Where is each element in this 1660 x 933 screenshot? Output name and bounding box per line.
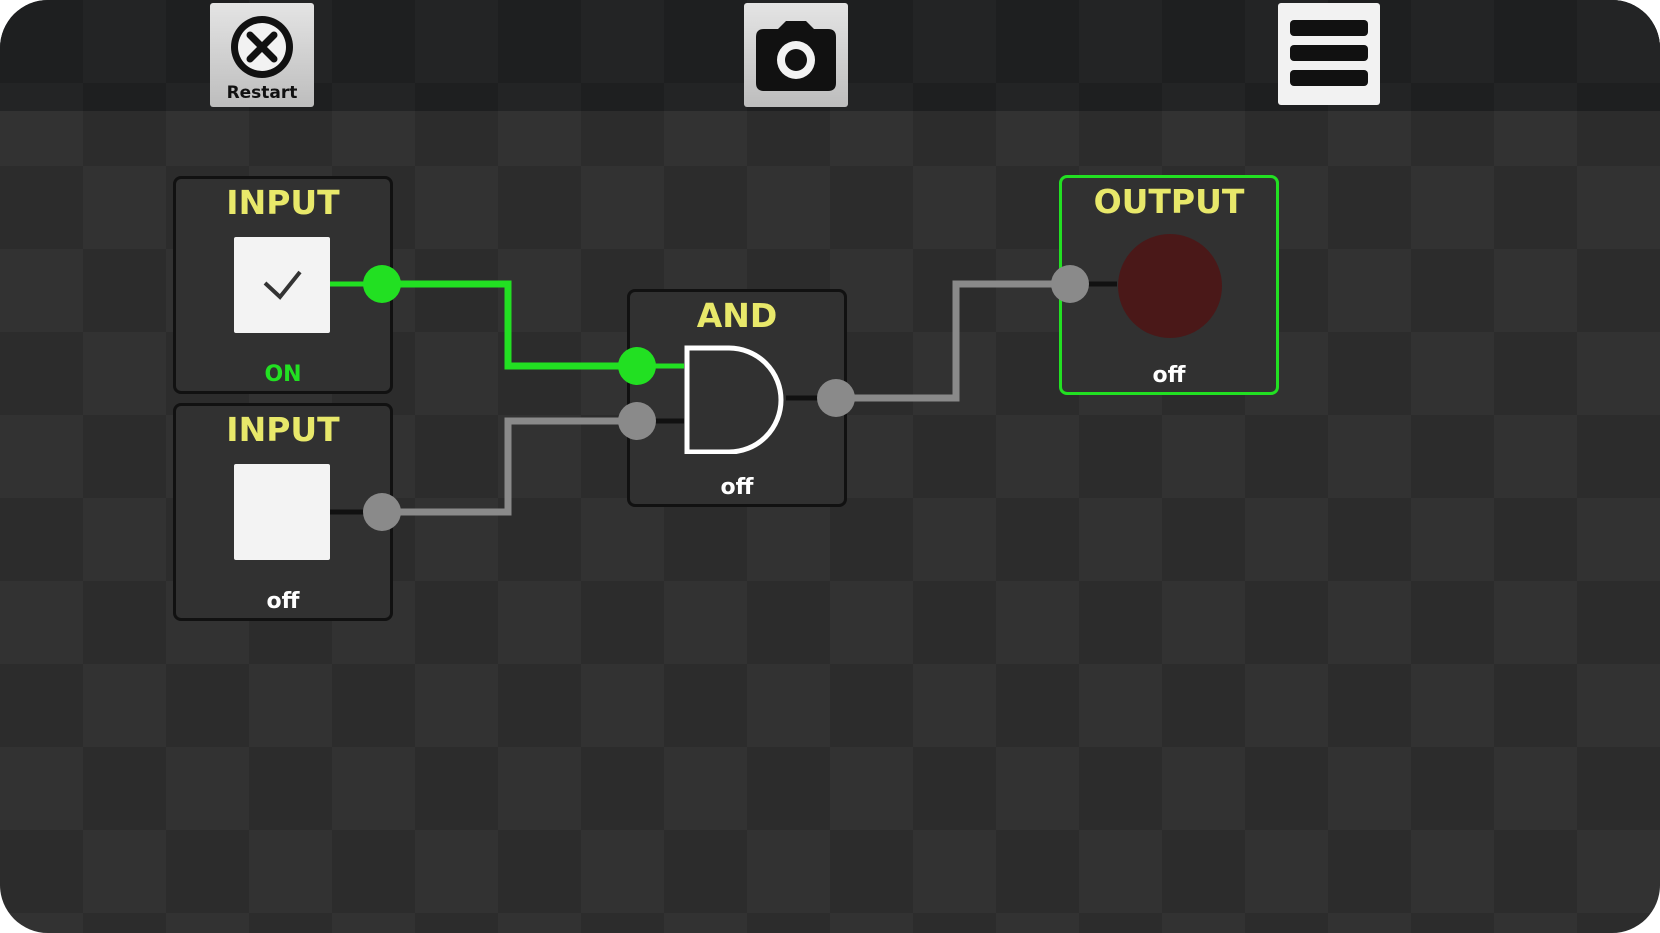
- restart-button[interactable]: Restart: [210, 3, 314, 107]
- wire-and-to-output[interactable]: [836, 280, 1070, 402]
- input-node-1[interactable]: INPUT ON: [173, 176, 393, 394]
- menu-button[interactable]: [1278, 3, 1380, 105]
- node-title: INPUT: [226, 183, 340, 222]
- and-gate-node[interactable]: AND off: [627, 289, 847, 507]
- input-toggle-unchecked[interactable]: [234, 464, 330, 560]
- checkmark-icon: [263, 270, 302, 300]
- and-gate-icon: [684, 345, 784, 454]
- screenshot-button[interactable]: [744, 3, 848, 107]
- input-toggle-checked[interactable]: [234, 237, 330, 333]
- output-lamp: [1118, 234, 1222, 338]
- top-toolbar: Restart: [0, 0, 1660, 111]
- node-status: off: [266, 589, 300, 614]
- node-status: off: [1152, 363, 1186, 388]
- output-node[interactable]: OUTPUT off: [1059, 175, 1279, 395]
- input-node-2[interactable]: INPUT off: [173, 403, 393, 621]
- camera-icon: [756, 21, 836, 91]
- node-status: off: [720, 475, 754, 500]
- node-title: OUTPUT: [1093, 182, 1245, 221]
- node-status: ON: [264, 362, 302, 387]
- node-title: INPUT: [226, 410, 340, 449]
- node-title: AND: [696, 296, 778, 335]
- restart-label: Restart: [226, 83, 298, 103]
- close-circle-icon: [231, 16, 293, 78]
- wire-input1-to-and[interactable]: [382, 280, 637, 370]
- wire-input2-to-and[interactable]: [382, 417, 637, 516]
- hamburger-menu-icon: [1290, 20, 1368, 86]
